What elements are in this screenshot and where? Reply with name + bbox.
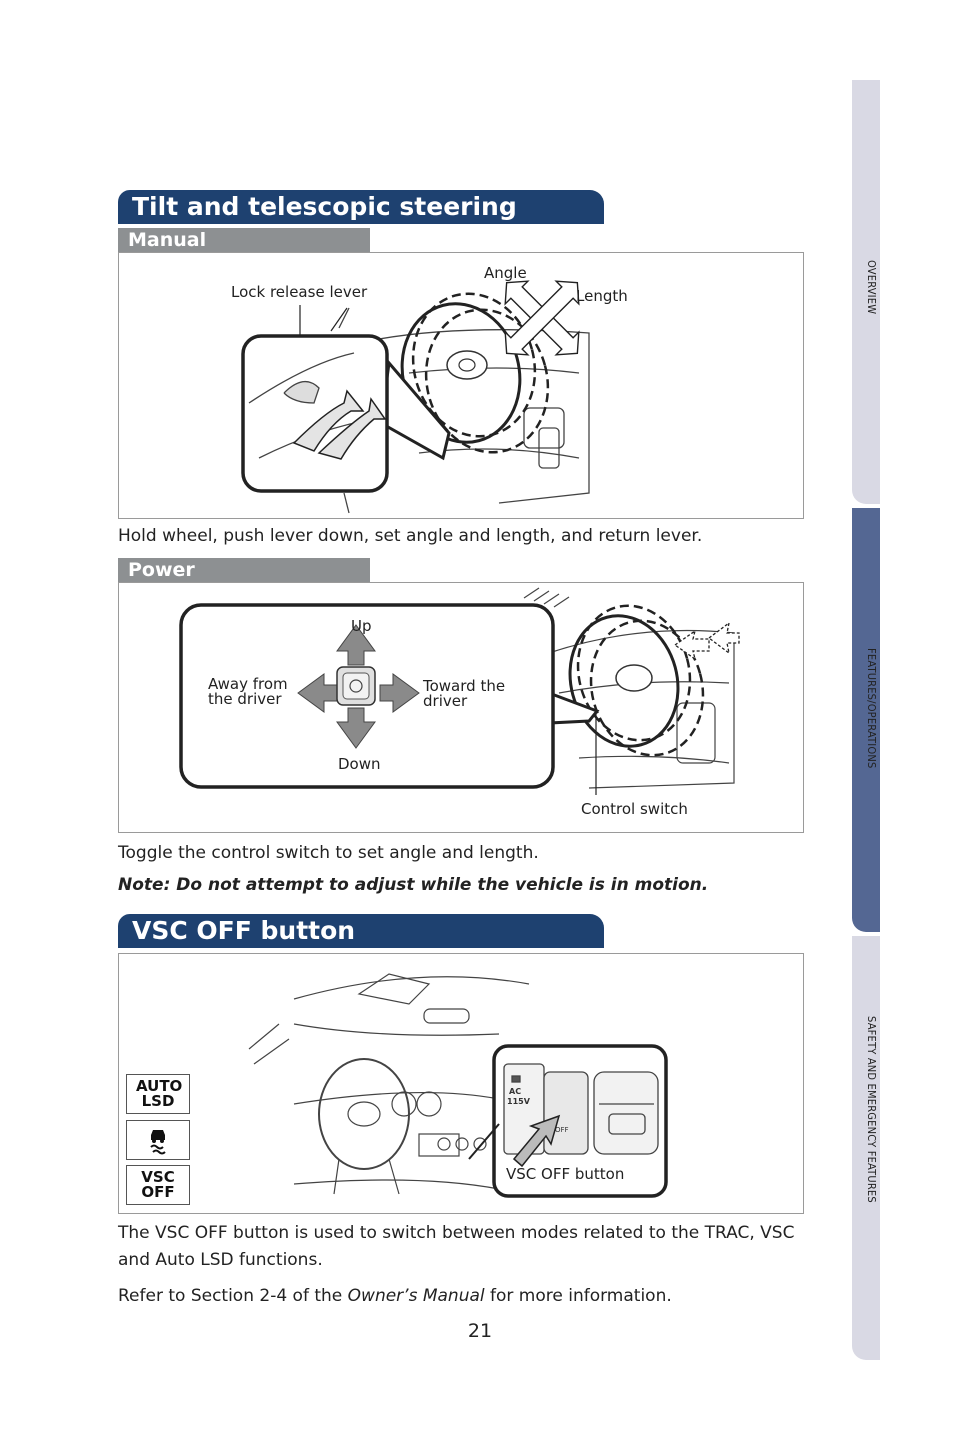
subsection-banner-manual: Manual bbox=[118, 228, 370, 252]
section-banner-steering: Tilt and telescopic steering wheel bbox=[118, 190, 604, 255]
label-control-switch: Control switch bbox=[581, 800, 688, 818]
power-figure: Up Down Away from the driver Toward the … bbox=[118, 582, 804, 833]
side-tab-safety-label: SAFETY AND EMERGENCY FEATURES bbox=[865, 1016, 878, 1203]
vsc-description: The VSC OFF button is used to switch bet… bbox=[118, 1223, 795, 1270]
vsc-off-label: VSC OFF bbox=[141, 1168, 175, 1201]
panel-ac-text: AC bbox=[509, 1087, 521, 1096]
panel-115v-text: 115V bbox=[507, 1097, 531, 1106]
side-tab-features[interactable]: FEATURES/OPERATIONS bbox=[852, 508, 880, 932]
page-number: 21 bbox=[467, 1320, 493, 1342]
label-lock-release-lever: Lock release lever bbox=[231, 283, 368, 301]
section-banner-vsc-off: VSC OFF button bbox=[118, 914, 604, 948]
side-tab-overview-label: OVERVIEW bbox=[865, 260, 878, 315]
manual-figure: Lock release lever Angle Length bbox=[118, 252, 804, 519]
power-note: Note: Do not attempt to adjust while the… bbox=[118, 875, 709, 895]
vsc-reference-suffix: for more information. bbox=[490, 1286, 672, 1306]
slip-indicator-switch bbox=[126, 1120, 190, 1160]
label-down: Down bbox=[338, 755, 381, 773]
label-toward-driver: Toward the driver bbox=[423, 677, 506, 710]
label-angle: Angle bbox=[484, 264, 527, 282]
manual-caption: Hold wheel, push lever down, set angle a… bbox=[118, 526, 703, 546]
manual-steering-illustration bbox=[241, 280, 590, 514]
label-up: Up bbox=[351, 617, 372, 635]
vsc-reference-prefix: Refer to Section 2-4 of the bbox=[118, 1286, 343, 1306]
power-steering-illustration bbox=[179, 587, 740, 795]
power-caption: Toggle the control switch to set angle a… bbox=[118, 843, 539, 863]
panel-off-text: OFF bbox=[555, 1126, 569, 1134]
vsc-off-switch: VSC OFF bbox=[126, 1165, 190, 1205]
label-vsc-off-button: VSC OFF button bbox=[506, 1165, 625, 1183]
vsc-figure: AC 115V OFF VSC OFF button bbox=[118, 953, 804, 1214]
auto-lsd-switch: AUTO LSD bbox=[126, 1074, 190, 1114]
subsection-banner-power: Power bbox=[118, 558, 370, 582]
label-length: Length bbox=[576, 287, 628, 305]
vsc-dashboard-illustration: AC 115V OFF bbox=[248, 973, 668, 1198]
owners-manual-title: Owner’s Manual bbox=[347, 1286, 485, 1306]
auto-lsd-label: AUTO LSD bbox=[136, 1077, 183, 1110]
side-tab-overview[interactable]: OVERVIEW bbox=[852, 80, 880, 504]
label-away-from-driver: Away from the driver bbox=[208, 675, 288, 708]
skid-car-icon bbox=[150, 1130, 166, 1155]
side-tab-safety[interactable]: SAFETY AND EMERGENCY FEATURES bbox=[852, 936, 880, 1360]
vsc-reference: Refer to Section 2-4 of the Owner’s Manu… bbox=[118, 1283, 672, 1310]
side-tab-features-label: FEATURES/OPERATIONS bbox=[865, 648, 878, 769]
